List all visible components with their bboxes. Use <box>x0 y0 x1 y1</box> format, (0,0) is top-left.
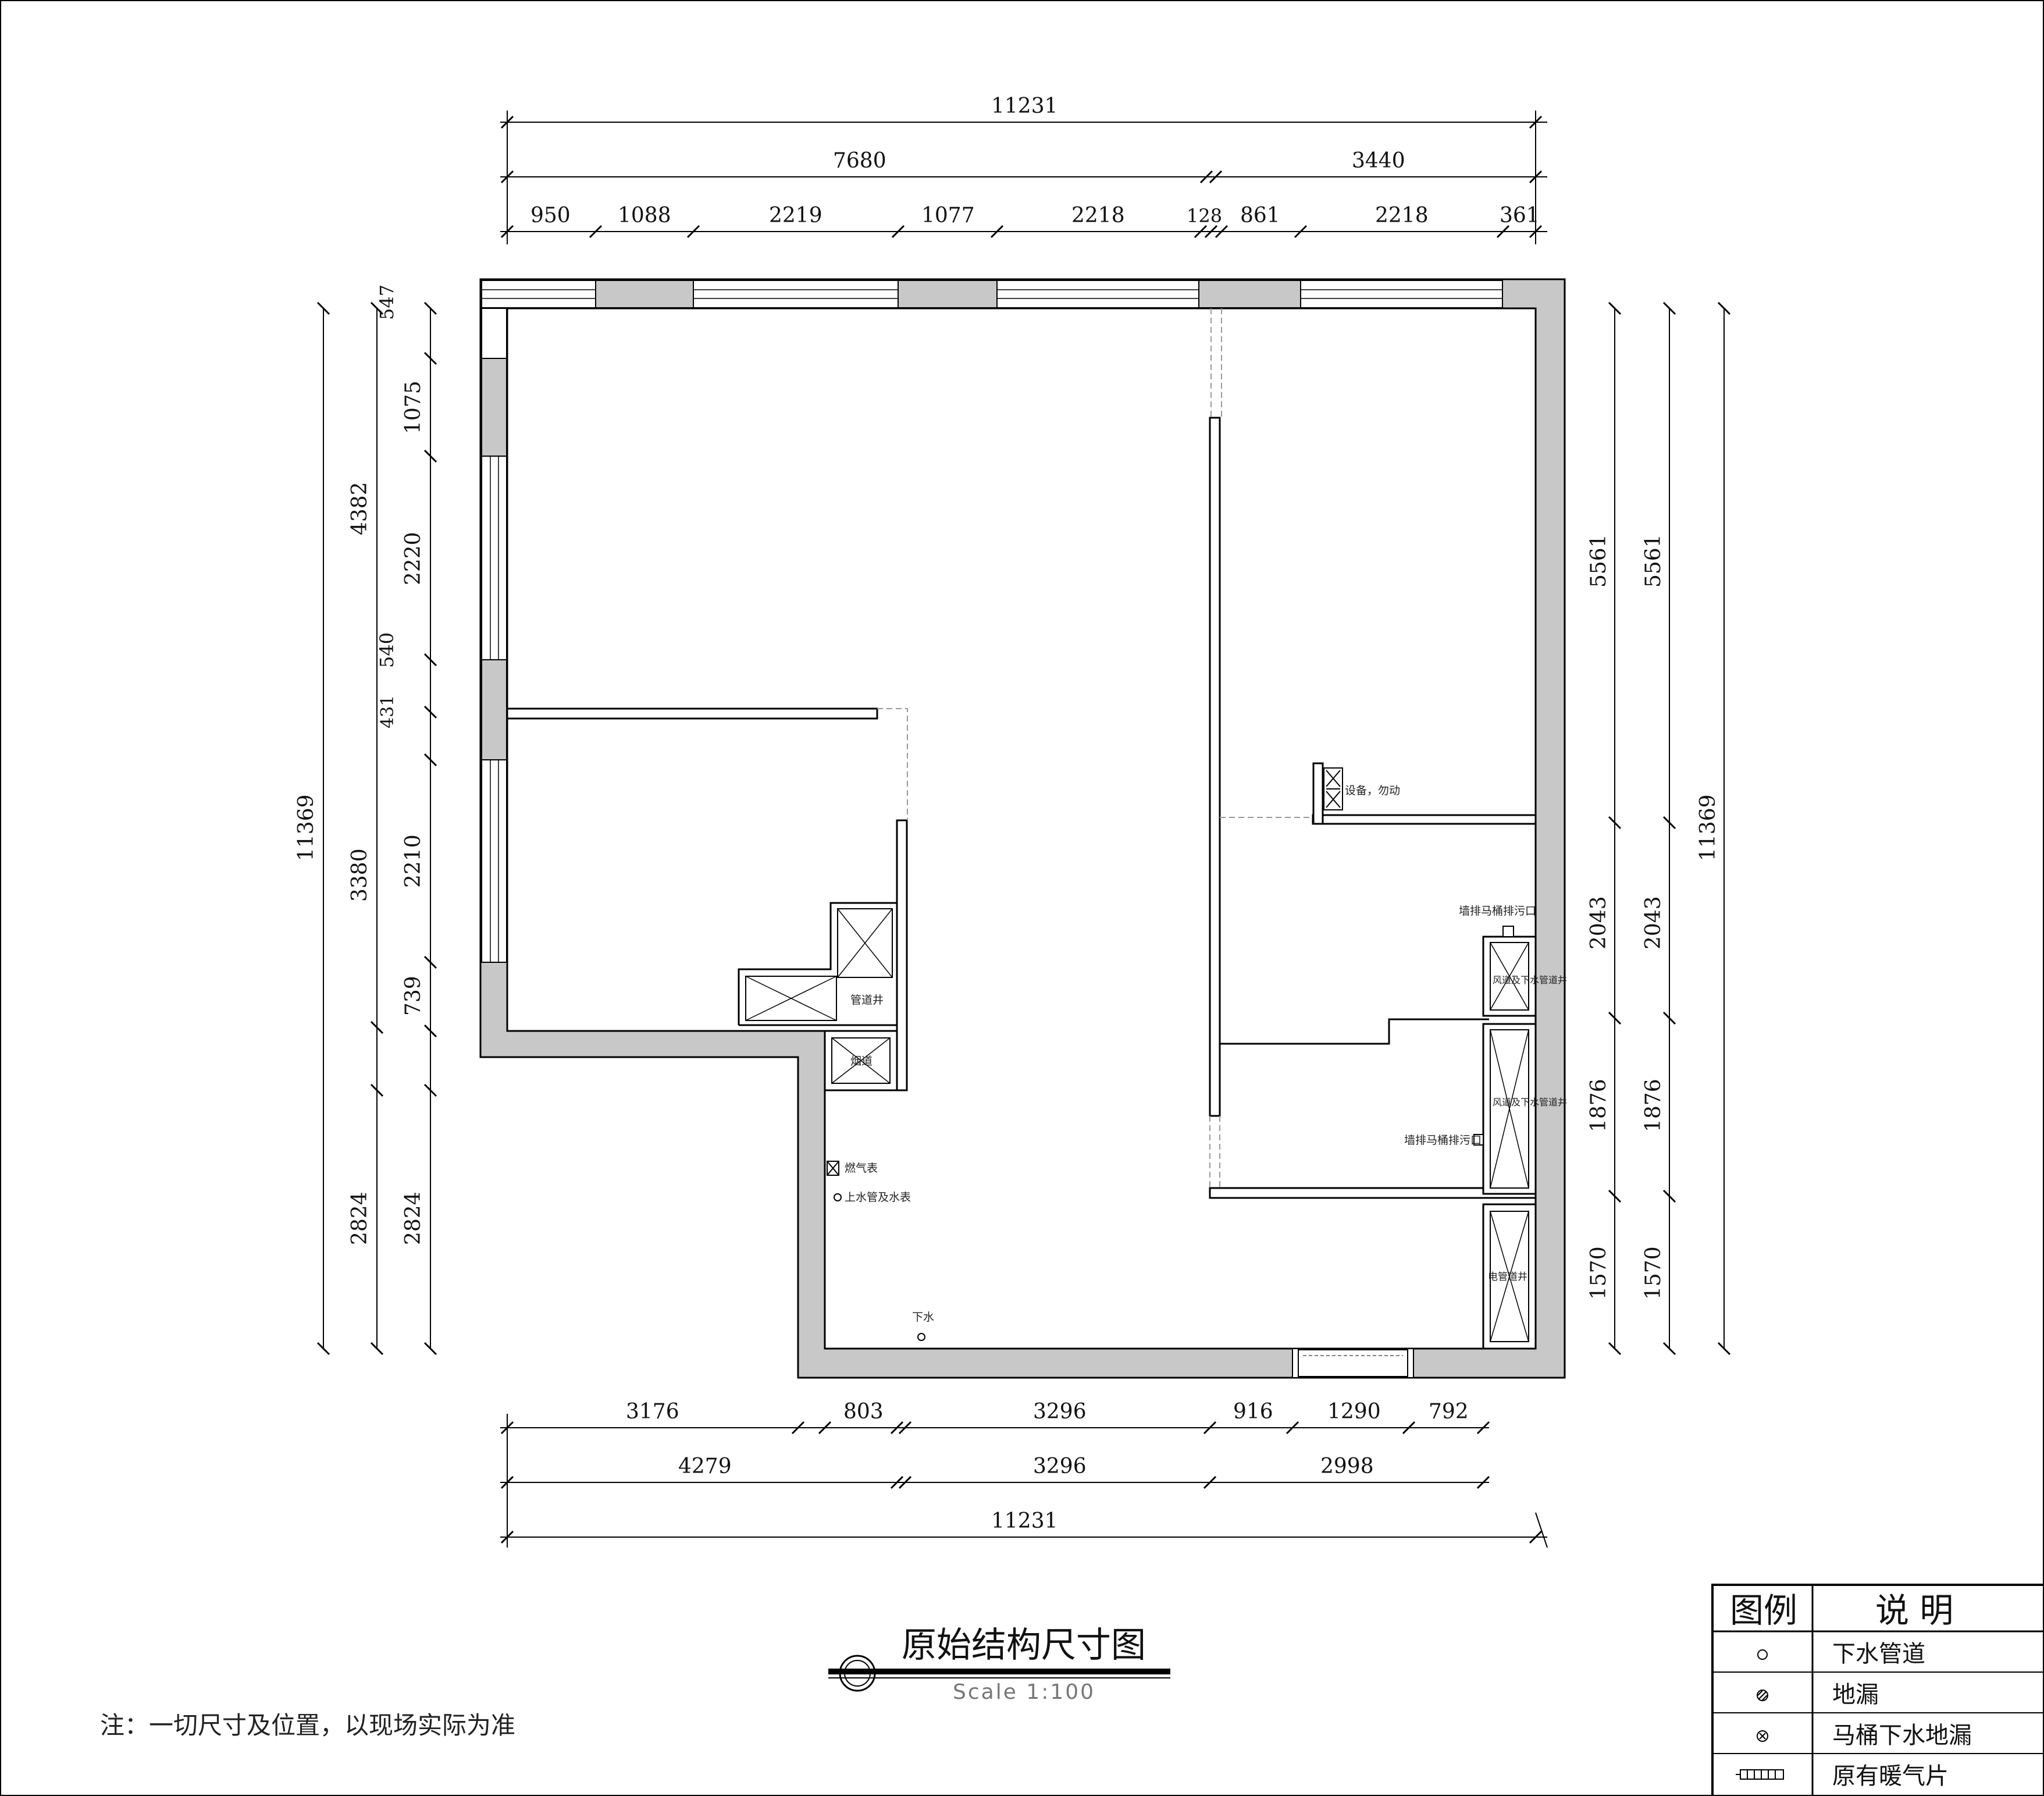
flue-small-label: 烟道 <box>850 1055 873 1068</box>
dim-right-o2: 1876 <box>1641 1079 1665 1132</box>
dim-bottom-4: 1290 <box>1327 1400 1381 1424</box>
dim-top-4: 2218 <box>1071 204 1125 227</box>
dimension-lines <box>323 111 1725 1548</box>
dim-right-o0: 5561 <box>1641 534 1665 588</box>
dim-left-2824b: 2824 <box>401 1192 425 1245</box>
dim-left-2824a: 2824 <box>348 1192 372 1245</box>
drain-pipe-icon <box>917 1333 925 1341</box>
site-note: 注：一切尺寸及位置，以现场实际为准 <box>100 1711 515 1740</box>
dim-top-0: 950 <box>530 204 571 227</box>
pipe-shaft <box>738 902 898 1026</box>
dim-bottom-3: 916 <box>1233 1400 1273 1424</box>
bath-shaft-lower <box>1473 1023 1537 1195</box>
dim-left-739: 739 <box>401 976 425 1016</box>
dim-bottom-total: 11231 <box>991 1509 1058 1533</box>
dim-top-3440: 3440 <box>1352 149 1405 173</box>
dim-top-7680: 7680 <box>833 149 886 173</box>
step-wall-bath <box>1220 1018 1489 1045</box>
interior-wall-kitchen <box>896 819 908 1091</box>
scale-label: Scale 1:100 <box>953 1680 1095 1704</box>
equipment-box <box>1323 767 1343 810</box>
interior-wall-vertical-center <box>1209 417 1221 1117</box>
water-pipe-icon <box>834 1193 842 1201</box>
flue-lower-label: 风道及下水管道井 <box>1493 1097 1567 1108</box>
top-piers <box>595 280 1301 308</box>
dim-top-7: 2218 <box>1375 204 1429 227</box>
dim-top-6: 861 <box>1240 204 1280 227</box>
dim-right-total: 11369 <box>1696 794 1720 861</box>
dim-left-1075: 1075 <box>401 380 425 434</box>
legend-header-symbol: 图例 <box>1730 1591 1797 1630</box>
window-lines-top <box>482 289 1502 299</box>
drain-pipe-icon <box>1757 1649 1768 1660</box>
dim-right-o1: 2043 <box>1641 896 1665 949</box>
radiator-icon <box>1736 1769 1784 1780</box>
gas-meter-icon <box>827 1161 839 1176</box>
elec-shaft <box>1482 1203 1537 1350</box>
dim-bottom2-0: 4279 <box>678 1454 732 1478</box>
dim-left-2220: 2220 <box>401 532 425 585</box>
bath-shaft-upper <box>1482 926 1537 1017</box>
legend-table <box>1711 1584 2044 1796</box>
dim-left-431: 431 <box>378 695 398 728</box>
dim-bottom-2: 3296 <box>1033 1400 1087 1424</box>
legend-row-3-text: 原有暖气片 <box>1832 1763 1949 1790</box>
entrance-door-opening <box>1297 1349 1409 1377</box>
dim-right-i3: 1570 <box>1587 1246 1611 1300</box>
dim-left-4382: 4382 <box>348 482 372 535</box>
drawing-title: 原始结构尺寸图 <box>902 1625 1146 1666</box>
legend-header-desc: 说 明 <box>1875 1591 1953 1630</box>
flue-box <box>824 1030 898 1091</box>
dim-right-i1: 2043 <box>1587 896 1611 949</box>
door-dashes <box>877 308 1313 1188</box>
flue-upper-label: 风道及下水管道井 <box>1493 975 1567 986</box>
gas-meter-label: 燃气表 <box>845 1162 878 1175</box>
left-piers <box>481 358 507 760</box>
dim-bottom-0: 3176 <box>626 1400 679 1424</box>
dim-top-2: 2219 <box>769 204 822 227</box>
dim-left-540: 540 <box>376 632 398 668</box>
legend-row-0-text: 下水管道 <box>1832 1641 1925 1667</box>
dim-top-1: 1088 <box>618 204 671 227</box>
dim-top-5: 128 <box>1187 205 1222 227</box>
legend-row-1-text: 地漏 <box>1832 1681 1879 1708</box>
dim-left-547: 547 <box>376 284 398 320</box>
dim-left-total: 11369 <box>294 794 318 861</box>
interior-wall-bath-upper <box>1312 814 1537 825</box>
dim-top-3: 1077 <box>921 204 975 227</box>
dimension-ticks <box>316 115 1731 1544</box>
top-windows <box>481 280 1503 308</box>
drain-label: 下水 <box>912 1311 934 1324</box>
dim-right-o3: 1570 <box>1641 1246 1665 1300</box>
toilet-outlet-upper-label: 墙排马桶排污口 <box>1459 905 1536 917</box>
dim-left-2210: 2210 <box>401 834 425 888</box>
floor-drain-icon <box>1757 1690 1768 1701</box>
dim-right-i0: 5561 <box>1587 534 1611 588</box>
dim-bottom-1: 803 <box>843 1400 884 1424</box>
outer-wall <box>479 278 1566 1379</box>
toilet-outlet-lower-label: 墙排马桶排污口 <box>1404 1134 1482 1147</box>
dim-bottom2-2: 2998 <box>1320 1454 1374 1478</box>
water-meter-label: 上水管及水表 <box>845 1191 911 1204</box>
interior-wall-bedroom <box>506 707 878 720</box>
dim-bottom-5: 792 <box>1429 1400 1469 1424</box>
toilet-drain-icon <box>1757 1730 1768 1742</box>
legend-row-2-text: 马桶下水地漏 <box>1832 1722 1972 1749</box>
dim-top-total: 11231 <box>991 94 1058 118</box>
title-symbol <box>828 1655 1170 1692</box>
window-lines-left <box>490 456 499 962</box>
equipment-label: 设备，勿动 <box>1345 784 1400 797</box>
dim-left-3380: 3380 <box>348 848 372 902</box>
dim-right-i2: 1876 <box>1587 1079 1611 1132</box>
dim-bottom2-1: 3296 <box>1033 1454 1087 1478</box>
pipe-shaft-label: 管道井 <box>850 994 884 1007</box>
elec-shaft-label: 电管道井 <box>1488 1271 1527 1283</box>
dim-top-8: 361 <box>1500 204 1540 227</box>
